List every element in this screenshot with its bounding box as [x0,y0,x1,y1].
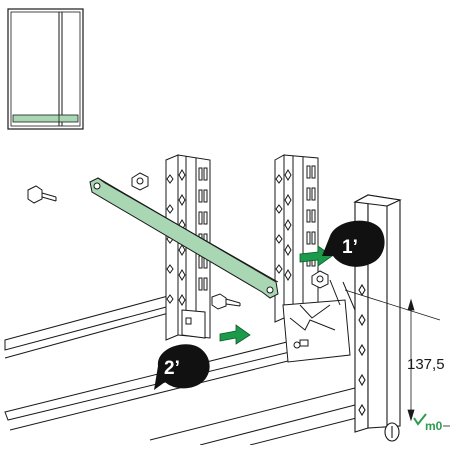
cage-nut-icon [131,172,149,191]
step-2-callout: 2’ [154,344,210,390]
cross-bracket [89,177,279,299]
mounting-plate [282,279,356,363]
screw-icon [27,185,57,204]
zero-mark: m0 [413,413,450,433]
step-2-label: 2’ [164,358,180,379]
bracket-hole-left [93,182,101,190]
screw-icon [211,293,241,310]
step-1-label: 1’ [342,237,358,258]
push-arrow-icon [219,324,251,345]
middle-rack-post [274,154,319,323]
cabinet-location-thumbnail [7,8,84,130]
bracket-hole-right [266,286,274,294]
cage-nut-icon [311,270,329,289]
cabinet-frame-rails [4,295,381,446]
dimension-lines [344,289,441,422]
highlighted-rail-marker [12,114,79,123]
zero-mark-label: m0 [425,419,443,433]
dimension-value: 137,5 [407,356,445,373]
step-1-callout: 1’ [322,220,385,267]
